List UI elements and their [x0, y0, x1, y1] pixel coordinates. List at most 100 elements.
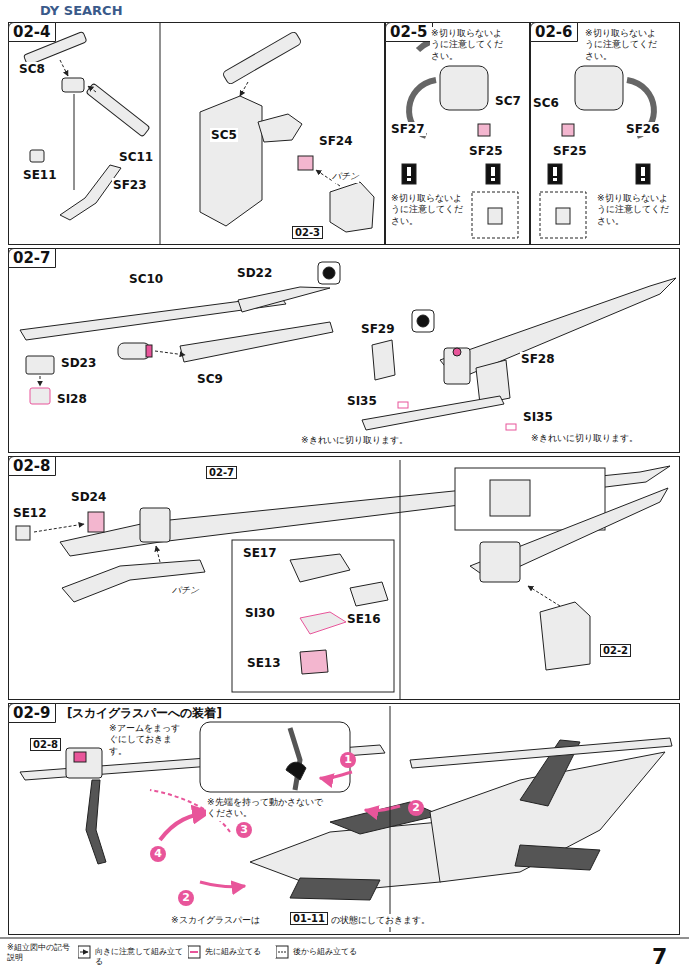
part-hilt [222, 31, 302, 85]
part-label: SF28 [520, 352, 556, 366]
note-text: ※切り取らないように注意してください。 [430, 27, 506, 63]
note-text: ※先端を持って動かさないでください。 [206, 796, 328, 821]
part-se16 [350, 582, 388, 606]
order-number: 3 [236, 822, 252, 838]
part-label: SC5 [210, 128, 238, 142]
symbol-dot [417, 315, 429, 327]
sword-blade [60, 466, 670, 556]
part-body [222, 31, 302, 85]
assembly-arrow [155, 351, 185, 355]
note-text: ※きれいに切り取ります。 [300, 434, 414, 447]
part-label: SD23 [60, 356, 97, 370]
sword-hilt [140, 508, 170, 542]
panel-divider [160, 22, 161, 245]
step-number: 02-5 [385, 22, 433, 42]
part-sf29 [372, 340, 395, 380]
part-se12 [16, 526, 30, 540]
part-cylinder-tip [146, 345, 152, 357]
sword-hilt [66, 748, 102, 778]
part-si35 [506, 424, 516, 430]
part-se17 [290, 554, 350, 582]
assembly-arrow [528, 586, 560, 606]
part-sc6 [575, 66, 623, 110]
part-lower [330, 182, 374, 232]
move-arrow [365, 806, 400, 811]
step-reference: 02-2 [600, 644, 631, 657]
note-text: ※きれいに切り取ります。 [530, 432, 644, 445]
assembly-arrow [156, 546, 160, 562]
sword-hilt [480, 542, 520, 582]
step-reference: 01-11 [290, 912, 328, 925]
part-label: SC11 [118, 150, 154, 164]
watermark: DY SEARCH [40, 3, 123, 18]
footer-rule [0, 938, 689, 939]
part-si35 [398, 402, 408, 408]
part-label: SF25 [468, 144, 504, 158]
page-number: 7 [652, 944, 667, 969]
part-sd22 [238, 287, 330, 312]
caution-mark [553, 167, 557, 176]
detail-box [540, 192, 586, 238]
caution-mark [407, 178, 411, 181]
part-label: SE12 [12, 506, 48, 520]
step-number: 02-7 [8, 248, 56, 268]
part-label: SI35 [346, 394, 378, 408]
detail-box [232, 540, 394, 692]
symbol-arrow [190, 951, 198, 953]
legend-note: 向きに注意して組み立てる [94, 946, 188, 967]
note-text: ※スカイグラスパーは [170, 914, 261, 927]
assembly-arrow [60, 60, 68, 76]
part-sf25 [562, 124, 574, 136]
legend-note: ※組立図中の記号説明 [6, 942, 78, 963]
caution-mark [641, 167, 645, 176]
panel-divider [390, 706, 391, 932]
symbol-box [188, 946, 200, 958]
step-heading: [スカイグラスパーへの装着] [65, 705, 224, 721]
sword-blade [410, 738, 672, 768]
part-sc9 [180, 322, 333, 362]
part-label: SE13 [246, 656, 282, 670]
part-block [200, 96, 262, 226]
part-0202 [540, 602, 590, 670]
part-sf25-detail [556, 208, 570, 224]
part-label: SC7 [494, 94, 522, 108]
part-label: SC9 [196, 372, 224, 386]
skygrasper-wing [515, 845, 600, 870]
caution-mark [491, 178, 495, 181]
step-number: 02-6 [530, 22, 578, 42]
detail-arm [290, 728, 300, 790]
part-label: SF24 [318, 134, 354, 148]
part-cylinder [118, 343, 150, 359]
caution-icon [486, 164, 500, 184]
part-sc7 [440, 66, 488, 110]
detail-box [472, 192, 518, 238]
panel-0208-art [16, 460, 670, 700]
panel-0204-art [23, 22, 374, 245]
step-panel: 02-8 [8, 456, 680, 700]
move-arrow [320, 772, 352, 778]
step-panel: 02-7 [8, 248, 680, 453]
part-body [86, 83, 150, 137]
assembly-arrow [40, 376, 41, 386]
detail-hilt [490, 480, 530, 516]
pink-marker [74, 752, 86, 762]
panel-0207-art [20, 262, 676, 430]
part-label: SI35 [522, 410, 554, 424]
note-text: ※切り取らないように注意してください。 [584, 27, 660, 63]
note-text: ※アームをまっすぐにしておきます。 [108, 722, 188, 758]
caution-icon [402, 164, 416, 184]
snap-sound: パチン [172, 584, 199, 597]
assembly-arrow [88, 86, 96, 92]
symbol-arrow [278, 952, 286, 953]
arm [86, 780, 106, 864]
caution-mark [407, 167, 411, 176]
order-number: 1 [340, 752, 356, 768]
symbol-dot [323, 267, 335, 279]
step-reference: 02-3 [292, 226, 323, 239]
part-sf25-detail [488, 208, 502, 224]
part-label: SI28 [56, 392, 88, 406]
part-label: SD24 [70, 490, 107, 504]
symbol-box [78, 946, 90, 958]
part-label: SC10 [128, 272, 164, 286]
